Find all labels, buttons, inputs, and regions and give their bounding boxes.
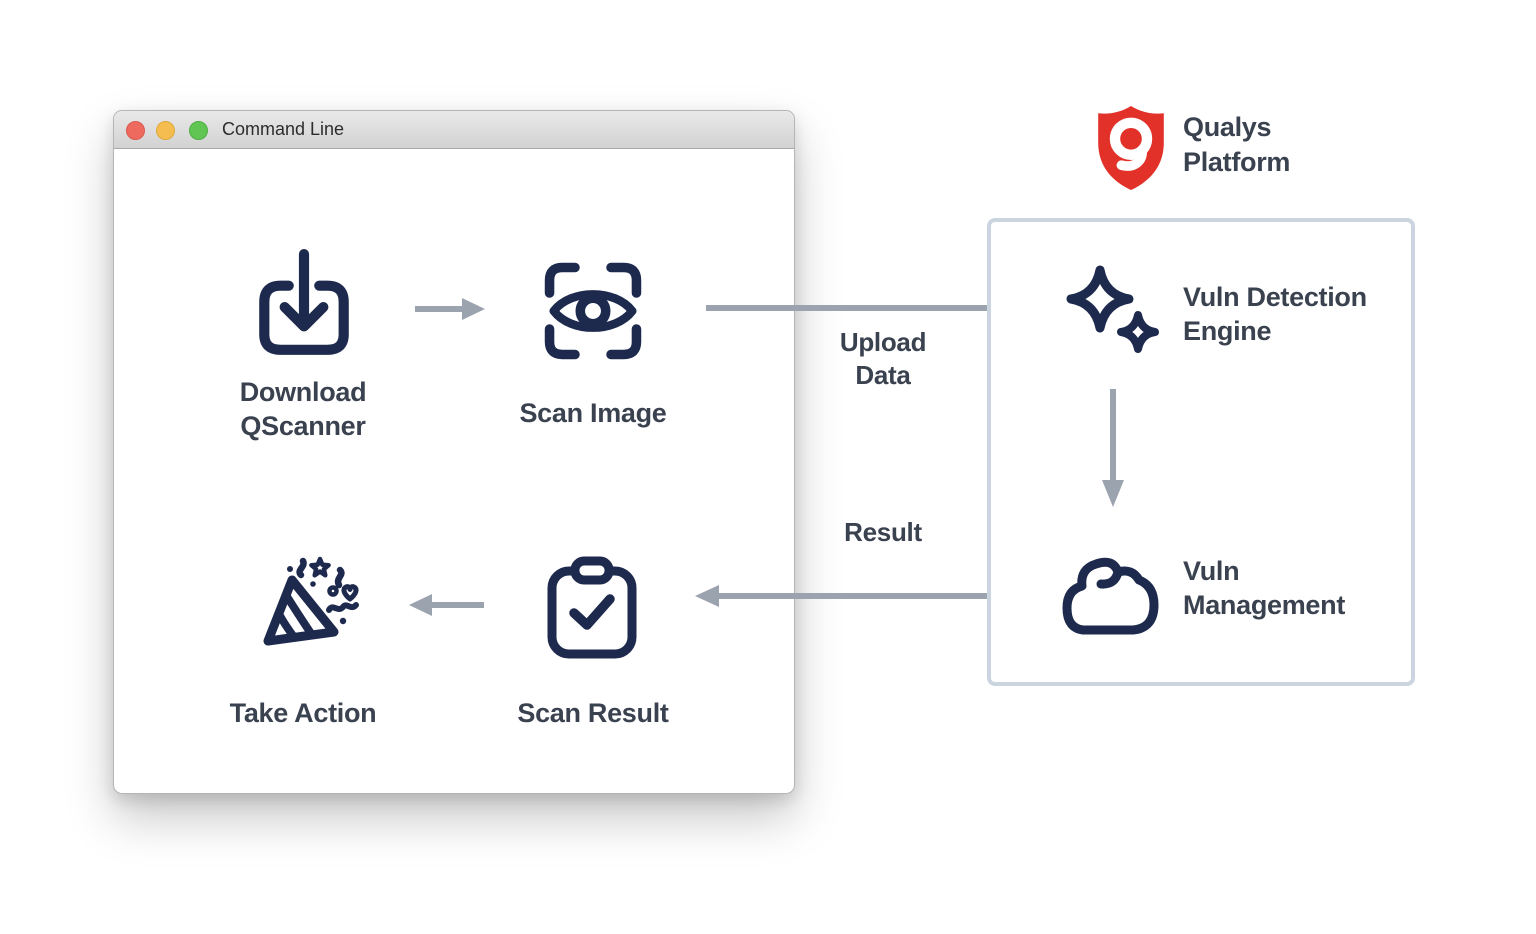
node-label-line: Vuln [1183,556,1240,586]
engine-to-management-arrow-icon [1097,386,1129,512]
step-label-line: Download [239,377,367,407]
step-label-line: QScanner [240,411,366,441]
upload-data-arrow-icon [703,294,1033,322]
node-label-line: Engine [1183,316,1272,346]
upload-data-label-line: Upload [839,327,927,357]
qualys-platform-title-line: Qualys [1183,112,1272,142]
node-label-vuln-detection: Vuln Detection Engine [1183,280,1367,348]
node-label-line: Vuln Detection [1183,282,1367,312]
sparkles-icon [1061,264,1165,368]
step-label-scan-result: Scan Result [517,698,669,728]
qualys-shield-icon [1091,101,1171,195]
command-line-window: Command Line Download QScanner [113,110,795,794]
flow-arrow-left-icon [406,591,486,619]
upload-data-label: Upload Data [816,326,950,392]
zoom-button[interactable] [189,121,208,140]
step-label-scan-image: Scan Image [519,398,667,428]
node-label-vuln-management: Vuln Management [1183,554,1345,622]
window-title: Command Line [222,119,345,139]
qualys-platform-box: Vuln Detection Engine Vuln Management [987,218,1415,686]
scan-eye-icon [540,258,646,364]
step-label-take-action: Take Action [229,698,377,728]
clipboard-check-icon [546,556,638,660]
download-tray-icon [253,247,355,361]
party-popper-icon [260,552,372,664]
result-arrow-icon [692,582,1026,610]
qualys-platform-title: Qualys Platform [1183,110,1290,180]
upload-data-label-line: Data [855,360,911,390]
flow-arrow-right-icon [413,295,487,323]
minimize-button[interactable] [156,121,175,140]
window-titlebar: Command Line [114,111,794,149]
cloud-icon [1055,542,1167,646]
node-label-line: Management [1183,590,1346,620]
step-label-download: Download QScanner [218,375,388,443]
qualys-platform-title-line: Platform [1183,147,1291,177]
result-label: Result [844,517,922,547]
close-button[interactable] [126,121,145,140]
